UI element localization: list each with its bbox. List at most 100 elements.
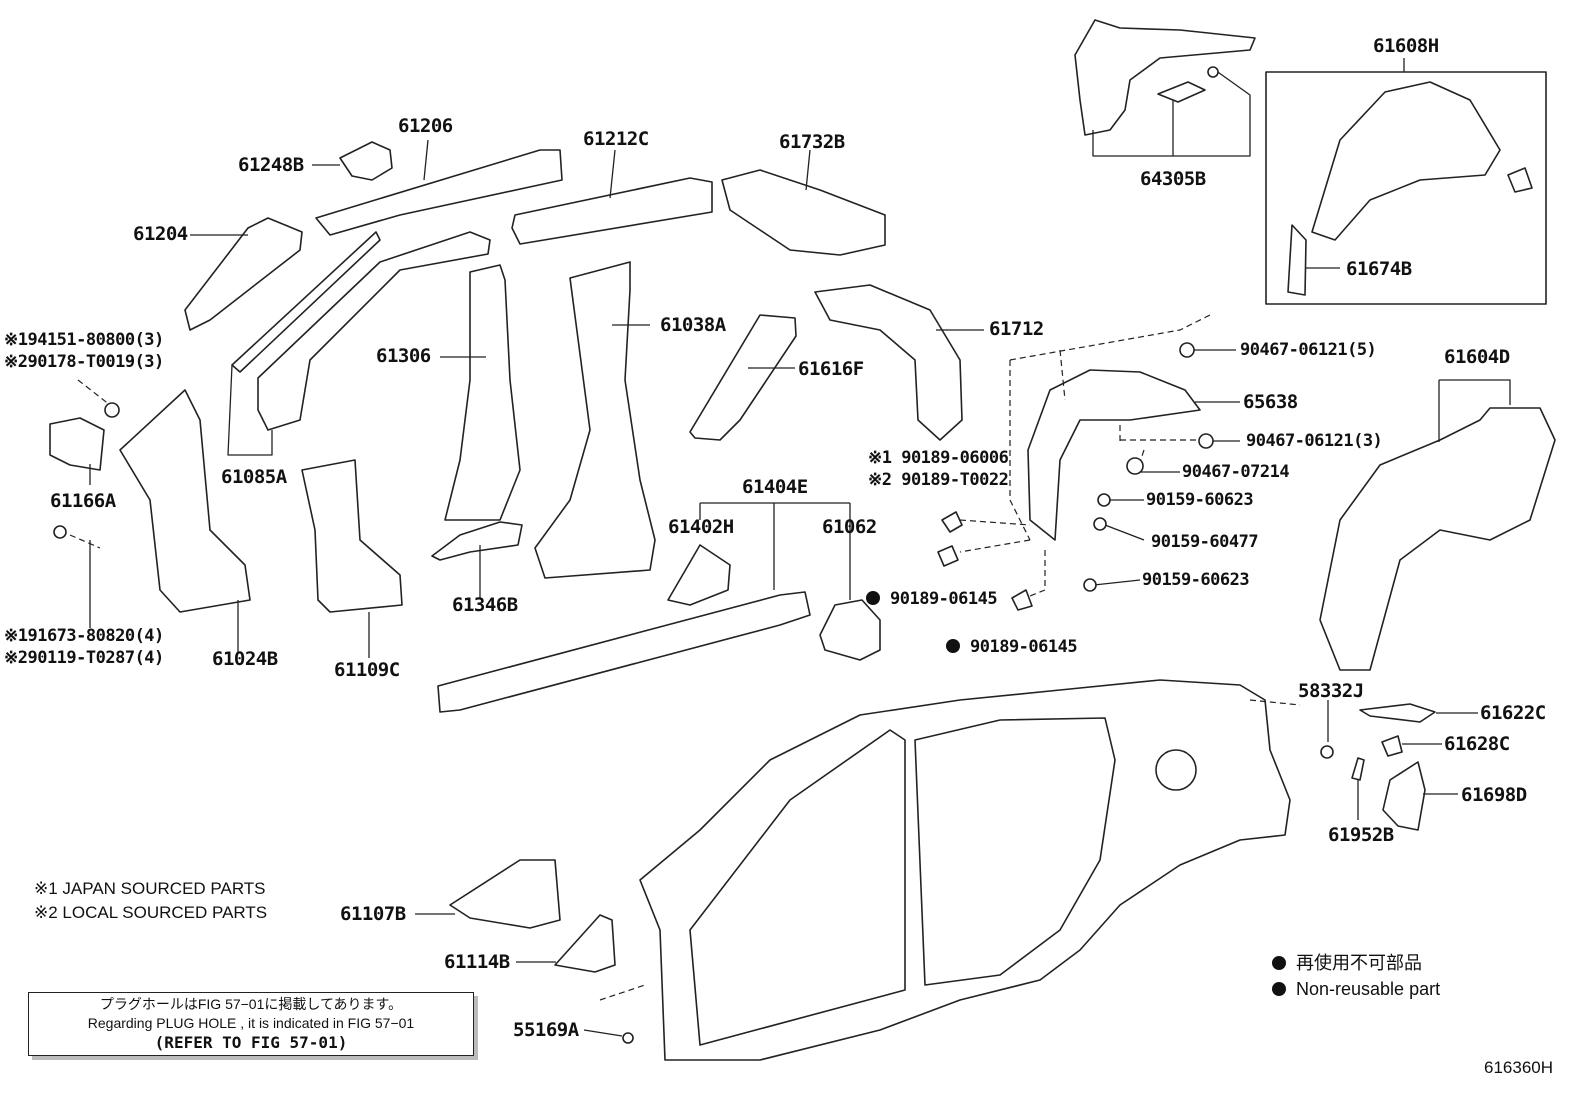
legend-non-reusable-en: Non-reusable part: [1272, 980, 1440, 998]
part-61402H-drawing: [667, 544, 731, 606]
label-90159-60623-a[interactable]: 90159-60623: [1146, 490, 1254, 510]
label-90159-60623-b[interactable]: 90159-60623: [1142, 570, 1250, 590]
body-side-door-opening-rear: [914, 717, 1116, 986]
label-65638[interactable]: 65638: [1243, 391, 1298, 413]
screw-90159-60623-b: [1083, 578, 1097, 592]
part-61085A-drawing: [257, 231, 491, 431]
figure-number: 616360H: [1484, 1058, 1554, 1077]
part-61062-drawing: [819, 599, 881, 661]
clip-90189-06006: [941, 511, 963, 533]
part-61038A-drawing: [534, 261, 656, 579]
label-61608H[interactable]: 61608H: [1373, 35, 1439, 57]
label-94151-80800[interactable]: ※194151-80800(3): [4, 330, 164, 350]
legend-non-reusable-jp: 再使用不可部品: [1272, 954, 1422, 972]
part-61712-drawing: [814, 284, 963, 441]
label-90119-T0287[interactable]: ※290119-T0287(4): [4, 648, 164, 668]
leader-lines: [89, 58, 1511, 1037]
fuel-filler-opening: [1155, 749, 1197, 791]
part-61698D-drawing: [1382, 761, 1426, 831]
part-61166A-drawing: [49, 417, 105, 471]
label-61952B[interactable]: 61952B: [1328, 824, 1394, 846]
fastener-glyphs: [53, 66, 1219, 611]
label-61404E[interactable]: 61404E: [742, 476, 808, 498]
non-reusable-dot-icon: [866, 591, 880, 605]
label-91673-80820[interactable]: ※191673-80820(4): [4, 626, 164, 646]
label-61166A[interactable]: 61166A: [50, 490, 116, 512]
label-61698D[interactable]: 61698D: [1461, 784, 1527, 806]
part-61114B-drawing: [554, 914, 616, 973]
clip-90467-06121-3: [1198, 433, 1214, 449]
label-61109C[interactable]: 61109C: [334, 659, 400, 681]
screw-90159-60477: [1093, 517, 1107, 531]
part-61952B-drawing: [1351, 757, 1365, 781]
clip-90189-06145-b: [1011, 589, 1033, 611]
label-90467-07214[interactable]: 90467-07214: [1182, 462, 1290, 482]
body-side-door-opening-front: [689, 729, 906, 1046]
label-61628C[interactable]: 61628C: [1444, 733, 1510, 755]
plug-hole-line-en: Regarding PLUG HOLE , it is indicated in…: [87, 1015, 415, 1031]
nut-94151: [104, 402, 120, 418]
clip-90467-07214: [1126, 457, 1144, 475]
label-61616F[interactable]: 61616F: [798, 358, 864, 380]
dashed-leaders: [69, 314, 1301, 1001]
bolt-91673: [53, 525, 67, 539]
part-61604D-drawing: [1319, 407, 1556, 671]
label-90189-06145-a[interactable]: 90189-06145: [866, 591, 998, 608]
label-90467-06121-5[interactable]: 90467-06121(5): [1240, 340, 1377, 360]
part-58332J-drawing: [1320, 745, 1334, 759]
non-reusable-dot-icon: [946, 639, 960, 653]
part-55169A-drawing: [622, 1032, 634, 1044]
label-90178-T0019[interactable]: ※290178-T0019(3): [4, 352, 164, 372]
note-japan-sourced: ※1 JAPAN SOURCED PARTS: [34, 879, 266, 898]
plug-hole-refer-link[interactable]: (REFER TO FIG 57-01): [154, 1033, 348, 1052]
non-reusable-dot-icon: [1272, 982, 1286, 996]
part-61346B-drawing: [431, 521, 523, 561]
label-61107B[interactable]: 61107B: [340, 903, 406, 925]
part-61628C-drawing: [1381, 735, 1403, 757]
label-90159-60477[interactable]: 90159-60477: [1151, 532, 1259, 552]
label-90189-T0022[interactable]: ※2 90189-T0022: [868, 470, 1009, 490]
part-61212C-drawing: [511, 177, 713, 245]
part-61404E-drawing: [437, 591, 811, 713]
label-61062[interactable]: 61062: [822, 516, 877, 538]
label-61306[interactable]: 61306: [376, 345, 431, 367]
label-61674B[interactable]: 61674B: [1346, 258, 1412, 280]
part-61674B-drawing: [1287, 224, 1307, 296]
part-61204-drawing: [184, 217, 303, 331]
non-reusable-dot-icon: [1272, 956, 1286, 970]
label-58332J[interactable]: 58332J: [1298, 680, 1364, 702]
clip-90467-06121-5: [1179, 342, 1195, 358]
part-64305B-plate: [1157, 81, 1206, 103]
part-61608H-drawing: [1311, 81, 1501, 241]
label-61114B[interactable]: 61114B: [444, 951, 510, 973]
part-61206-drawing: [315, 149, 563, 236]
label-61204[interactable]: 61204: [133, 223, 188, 245]
part-61107B-drawing: [449, 859, 561, 929]
screw-90159-60623-a: [1097, 493, 1111, 507]
part-61024B-drawing: [119, 389, 251, 613]
label-61038A[interactable]: 61038A: [660, 314, 726, 336]
label-90189-06006[interactable]: ※1 90189-06006: [868, 448, 1009, 468]
body-side-panel-drawing: [639, 679, 1291, 1061]
plug-hole-reference-box: プラグホールはFIG 57−01に掲載してあります。 Regarding PLU…: [28, 992, 474, 1056]
label-61085A[interactable]: 61085A: [221, 466, 287, 488]
label-61604D[interactable]: 61604D: [1444, 346, 1510, 368]
label-61402H[interactable]: 61402H: [668, 516, 734, 538]
label-61248B[interactable]: 61248B: [238, 154, 304, 176]
label-61346B[interactable]: 61346B: [452, 594, 518, 616]
label-64305B[interactable]: 64305B: [1140, 168, 1206, 190]
label-61712[interactable]: 61712: [989, 318, 1044, 340]
label-61212C[interactable]: 61212C: [583, 128, 649, 150]
label-61024B[interactable]: 61024B: [212, 648, 278, 670]
part-61608H-frame: [1265, 71, 1547, 305]
label-61206[interactable]: 61206: [398, 115, 453, 137]
part-61085A-strip: [231, 231, 381, 373]
label-90189-06145-b[interactable]: 90189-06145: [946, 639, 1078, 656]
label-90467-06121-3[interactable]: 90467-06121(3): [1246, 431, 1383, 451]
label-61732B[interactable]: 61732B: [779, 131, 845, 153]
clip-90189-06145-a: [937, 545, 959, 567]
label-55169A[interactable]: 55169A: [513, 1019, 579, 1041]
label-61622C[interactable]: 61622C: [1480, 702, 1546, 724]
